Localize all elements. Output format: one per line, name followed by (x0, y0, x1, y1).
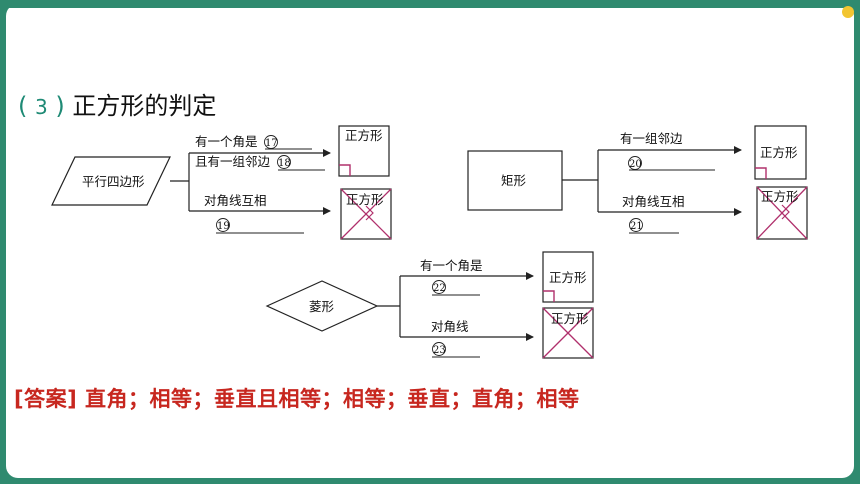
perpendicular-mark (365, 205, 374, 221)
heading-title: 正方形的判定 (72, 92, 217, 120)
heading-number: 3 (35, 95, 48, 119)
parallelogram-shape (51, 156, 171, 206)
square-rhom-bottom-label: 正方形 (551, 311, 589, 326)
right-angle-mark (543, 290, 555, 302)
diagonal-2 (340, 188, 392, 240)
square-para-bottom-label: 正方形 (346, 192, 384, 207)
rhom-top-text: 有一个角是 (420, 258, 483, 273)
rect-bottom-text: 对角线互相 (622, 194, 685, 209)
rectangle-label: 矩形 (501, 173, 527, 188)
square-rhom-top-label: 正方形 (549, 270, 587, 285)
para-bottom-text: 对角线互相 (204, 193, 267, 208)
num-20: 20 (629, 159, 642, 170)
answer-label: [答案] (14, 387, 78, 411)
answer-line: [答案] 直角；相等；垂直且相等；相等；垂直；直角；相等 (14, 383, 580, 413)
square-para-top (338, 125, 390, 177)
num-23: 23 (433, 345, 446, 356)
circle-21 (629, 218, 643, 232)
square-para-top-label: 正方形 (345, 128, 383, 143)
square-rhom-top (542, 251, 594, 303)
num-18: 18 (278, 158, 291, 169)
num-19: 19 (217, 221, 230, 232)
circle-22 (432, 280, 446, 294)
circle-19 (216, 218, 230, 232)
num-22: 22 (433, 283, 446, 294)
diagonal-2 (756, 186, 808, 240)
rhom-bottom-text: 对角线 (431, 319, 469, 334)
num-17: 17 (265, 138, 278, 149)
answer-text: 直角；相等；垂直且相等；相等；垂直；直角；相等 (85, 387, 580, 411)
diagonal-2 (542, 307, 594, 359)
slide-frame (6, 4, 854, 478)
top-bar (6, 4, 854, 8)
perpendicular-mark (781, 204, 790, 220)
right-angle-mark (755, 167, 767, 179)
square-rect-bottom-label: 正方形 (761, 189, 799, 204)
heading-open-paren: ( (18, 92, 28, 120)
square-rect-top (754, 125, 807, 180)
circle-23 (432, 342, 446, 356)
circle-18 (277, 155, 291, 169)
num-21: 21 (630, 221, 643, 232)
rect-top-text: 有一组邻边 (620, 131, 683, 146)
rhombus-label: 菱形 (309, 299, 335, 314)
corner-dot (842, 6, 854, 18)
parallelogram-label: 平行四边形 (82, 174, 145, 189)
square-rect-top-label: 正方形 (760, 145, 798, 160)
heading-close-paren: ) (55, 92, 65, 120)
para-top-text-2: 且有一组邻边 (195, 154, 271, 169)
section-heading: ( 3 ) 正方形的判定 (18, 86, 216, 121)
para-top-text-1: 有一个角是 (195, 134, 258, 149)
right-angle-mark (339, 164, 351, 176)
